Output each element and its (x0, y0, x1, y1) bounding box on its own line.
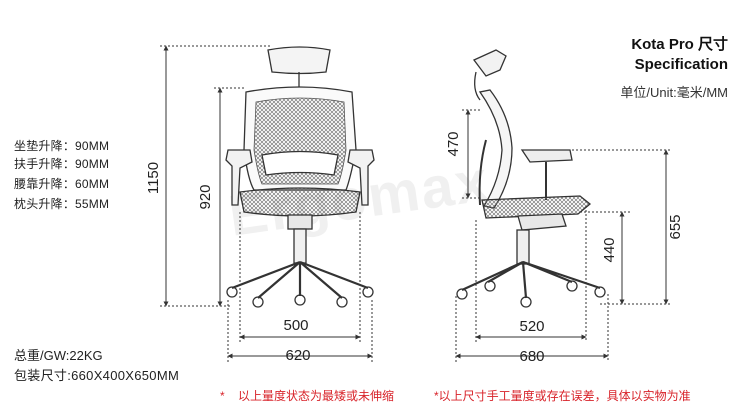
front-armrest-left (225, 149, 253, 206)
side-caster (520, 296, 532, 308)
side-caster (566, 280, 578, 292)
spec-label: 枕头升降 (14, 197, 63, 211)
note-star: * (434, 389, 439, 403)
note-text: 以上量度状态为最矮或未伸缩 (238, 389, 395, 403)
side-mechanism (517, 213, 567, 231)
spec-item-seat: 坐垫升降：90MM (14, 137, 109, 154)
product-title: Kota Pro 尺寸 (631, 36, 728, 53)
dim-label-440: 440 (601, 237, 618, 262)
side-caster (484, 280, 496, 292)
dim-label-620: 620 (285, 347, 310, 364)
spec-label: 坐垫升降 (14, 139, 63, 153)
gross-weight: 总重/GW:22KG (14, 348, 103, 363)
note-star: * (220, 389, 225, 403)
product-subtitle: Specification (634, 56, 728, 73)
front-caster (362, 286, 374, 298)
front-gas-cylinder (293, 228, 307, 264)
note-right: *以上尺寸手工量度或存在误差，具体以实物为准 (434, 387, 691, 404)
note-text: 以上尺寸手工量度或存在误差，具体以实物为准 (438, 389, 691, 403)
side-armrest (520, 149, 573, 163)
front-armrest-right (347, 149, 375, 206)
dim-label-520: 520 (519, 318, 544, 335)
front-headrest (267, 46, 331, 75)
spec-value: ：90MM (62, 157, 110, 171)
spec-value: ：60MM (62, 177, 110, 191)
front-caster (226, 286, 238, 298)
front-caster (252, 296, 264, 308)
note-left: * 以上量度状态为最矮或未伸缩 (220, 387, 394, 404)
side-base (461, 260, 601, 299)
side-headrest (472, 49, 507, 77)
spec-label: 扶手升降 (14, 157, 63, 171)
side-gas-cylinder (516, 229, 530, 265)
unit-label: 单位/Unit:毫米/MM (620, 85, 728, 100)
side-caster (456, 288, 468, 300)
side-headrest-post (474, 71, 481, 101)
dim-label-680: 680 (519, 348, 544, 365)
front-mechanism (287, 214, 313, 230)
spec-label: 腰靠升降 (14, 177, 63, 191)
side-backrest-frame (478, 139, 487, 206)
spec-item-headrest: 枕头升降：55MM (14, 195, 109, 212)
side-dimensions (455, 109, 672, 362)
spec-item-lumbar: 腰靠升降：60MM (14, 175, 109, 192)
side-seat (481, 195, 592, 219)
front-seat (239, 187, 361, 217)
side-view-chair (456, 49, 606, 308)
front-lumbar (261, 150, 339, 176)
dim-label-500: 500 (283, 317, 308, 334)
front-dimensions (160, 45, 373, 362)
dim-label-655: 655 (667, 214, 684, 239)
front-caster (336, 296, 348, 308)
package-size: 包装尺寸:660X400X650MM (14, 368, 180, 383)
dim-label-920: 920 (197, 184, 214, 209)
front-caster (294, 294, 306, 306)
dim-label-1150: 1150 (145, 162, 162, 194)
spec-value: ：90MM (62, 139, 110, 153)
side-caster (594, 286, 606, 298)
front-view-chair (225, 46, 375, 308)
front-base (231, 260, 369, 299)
dim-label-470: 470 (445, 131, 462, 156)
spec-item-armrest: 扶手升降：90MM (14, 155, 109, 172)
spec-value: ：55MM (62, 197, 110, 211)
